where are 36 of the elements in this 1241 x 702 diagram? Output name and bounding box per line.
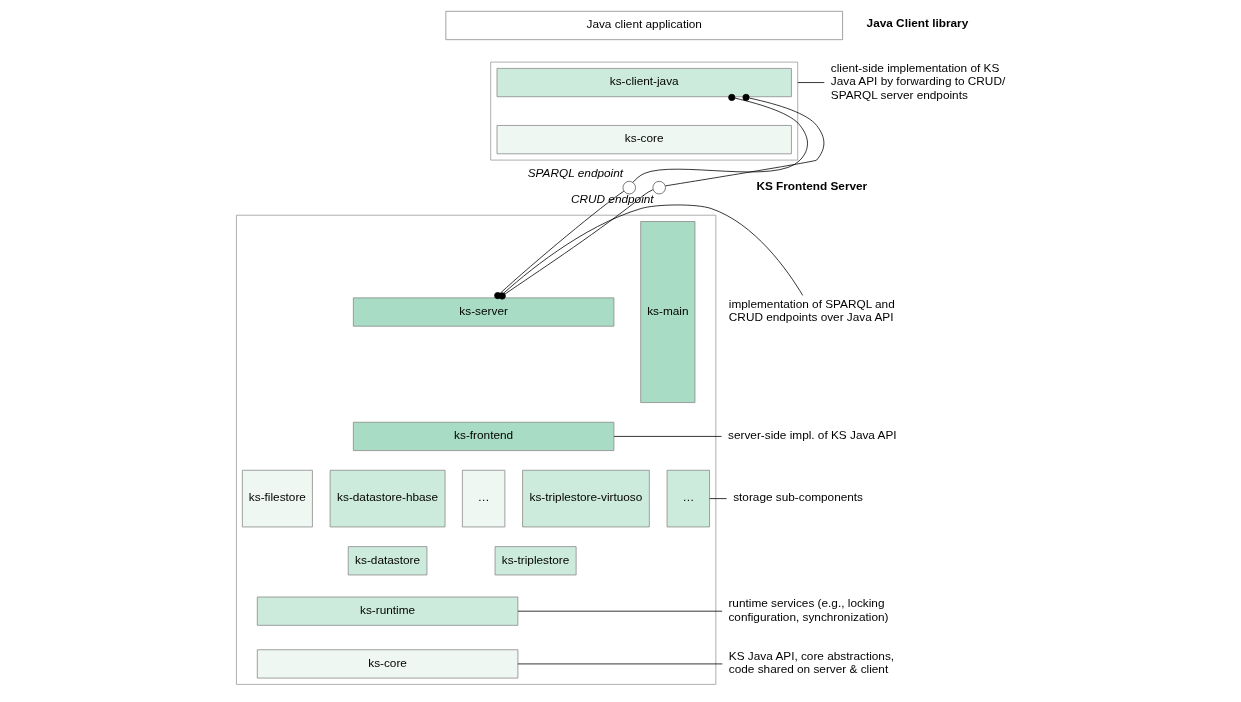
connector — [796, 82, 825, 83]
node-box: ks-core — [496, 125, 792, 155]
node-box: ks-server — [352, 297, 614, 327]
node-box: … — [461, 469, 505, 528]
connector — [613, 436, 722, 437]
node-box: Java client application — [444, 10, 843, 41]
cluster — [489, 61, 798, 161]
node-text: implementation of SPARQL and CRUD endpoints over Java API — [728, 297, 895, 325]
connector — [497, 204, 803, 299]
cluster — [235, 214, 716, 685]
node-box: ks-filestore — [241, 469, 313, 528]
node-box: ks-frontend — [352, 421, 614, 451]
node-text: storage sub-components — [732, 490, 863, 505]
node-box: ks-datastore-hbase — [329, 469, 445, 528]
node-text: client-side implementation of KS Java API by forwarding to CRUD/ SPARQL server endpoints — [830, 60, 1005, 102]
node-text: KS Java API, core abstractions, code shared on server & client — [728, 648, 894, 677]
node-box: ks-datastore — [347, 546, 427, 576]
node-text: server-side impl. of KS Java API — [727, 428, 897, 443]
label: KS Frontend Server — [755, 178, 867, 193]
label: Java Client library — [866, 16, 968, 31]
node-box: ks-core — [256, 649, 518, 679]
node-box: ks-triplestore-virtuoso — [521, 469, 650, 528]
node-box: ks-main — [639, 221, 695, 403]
connector — [498, 189, 653, 300]
node-circle — [652, 180, 666, 195]
node-label: CRUD endpoint — [570, 191, 654, 206]
node-box: ks-triplestore — [494, 546, 577, 576]
node-box: … — [666, 469, 710, 528]
node-label: SPARQL endpoint — [527, 165, 623, 180]
connector — [632, 93, 808, 183]
node-circle — [622, 180, 636, 195]
node-box: ks-client-java — [496, 68, 792, 98]
connector — [708, 498, 727, 499]
node-text: runtime services (e.g., locking configuration, synchronization) — [727, 596, 888, 624]
connector — [664, 93, 824, 187]
node-box: ks-runtime — [256, 596, 518, 626]
